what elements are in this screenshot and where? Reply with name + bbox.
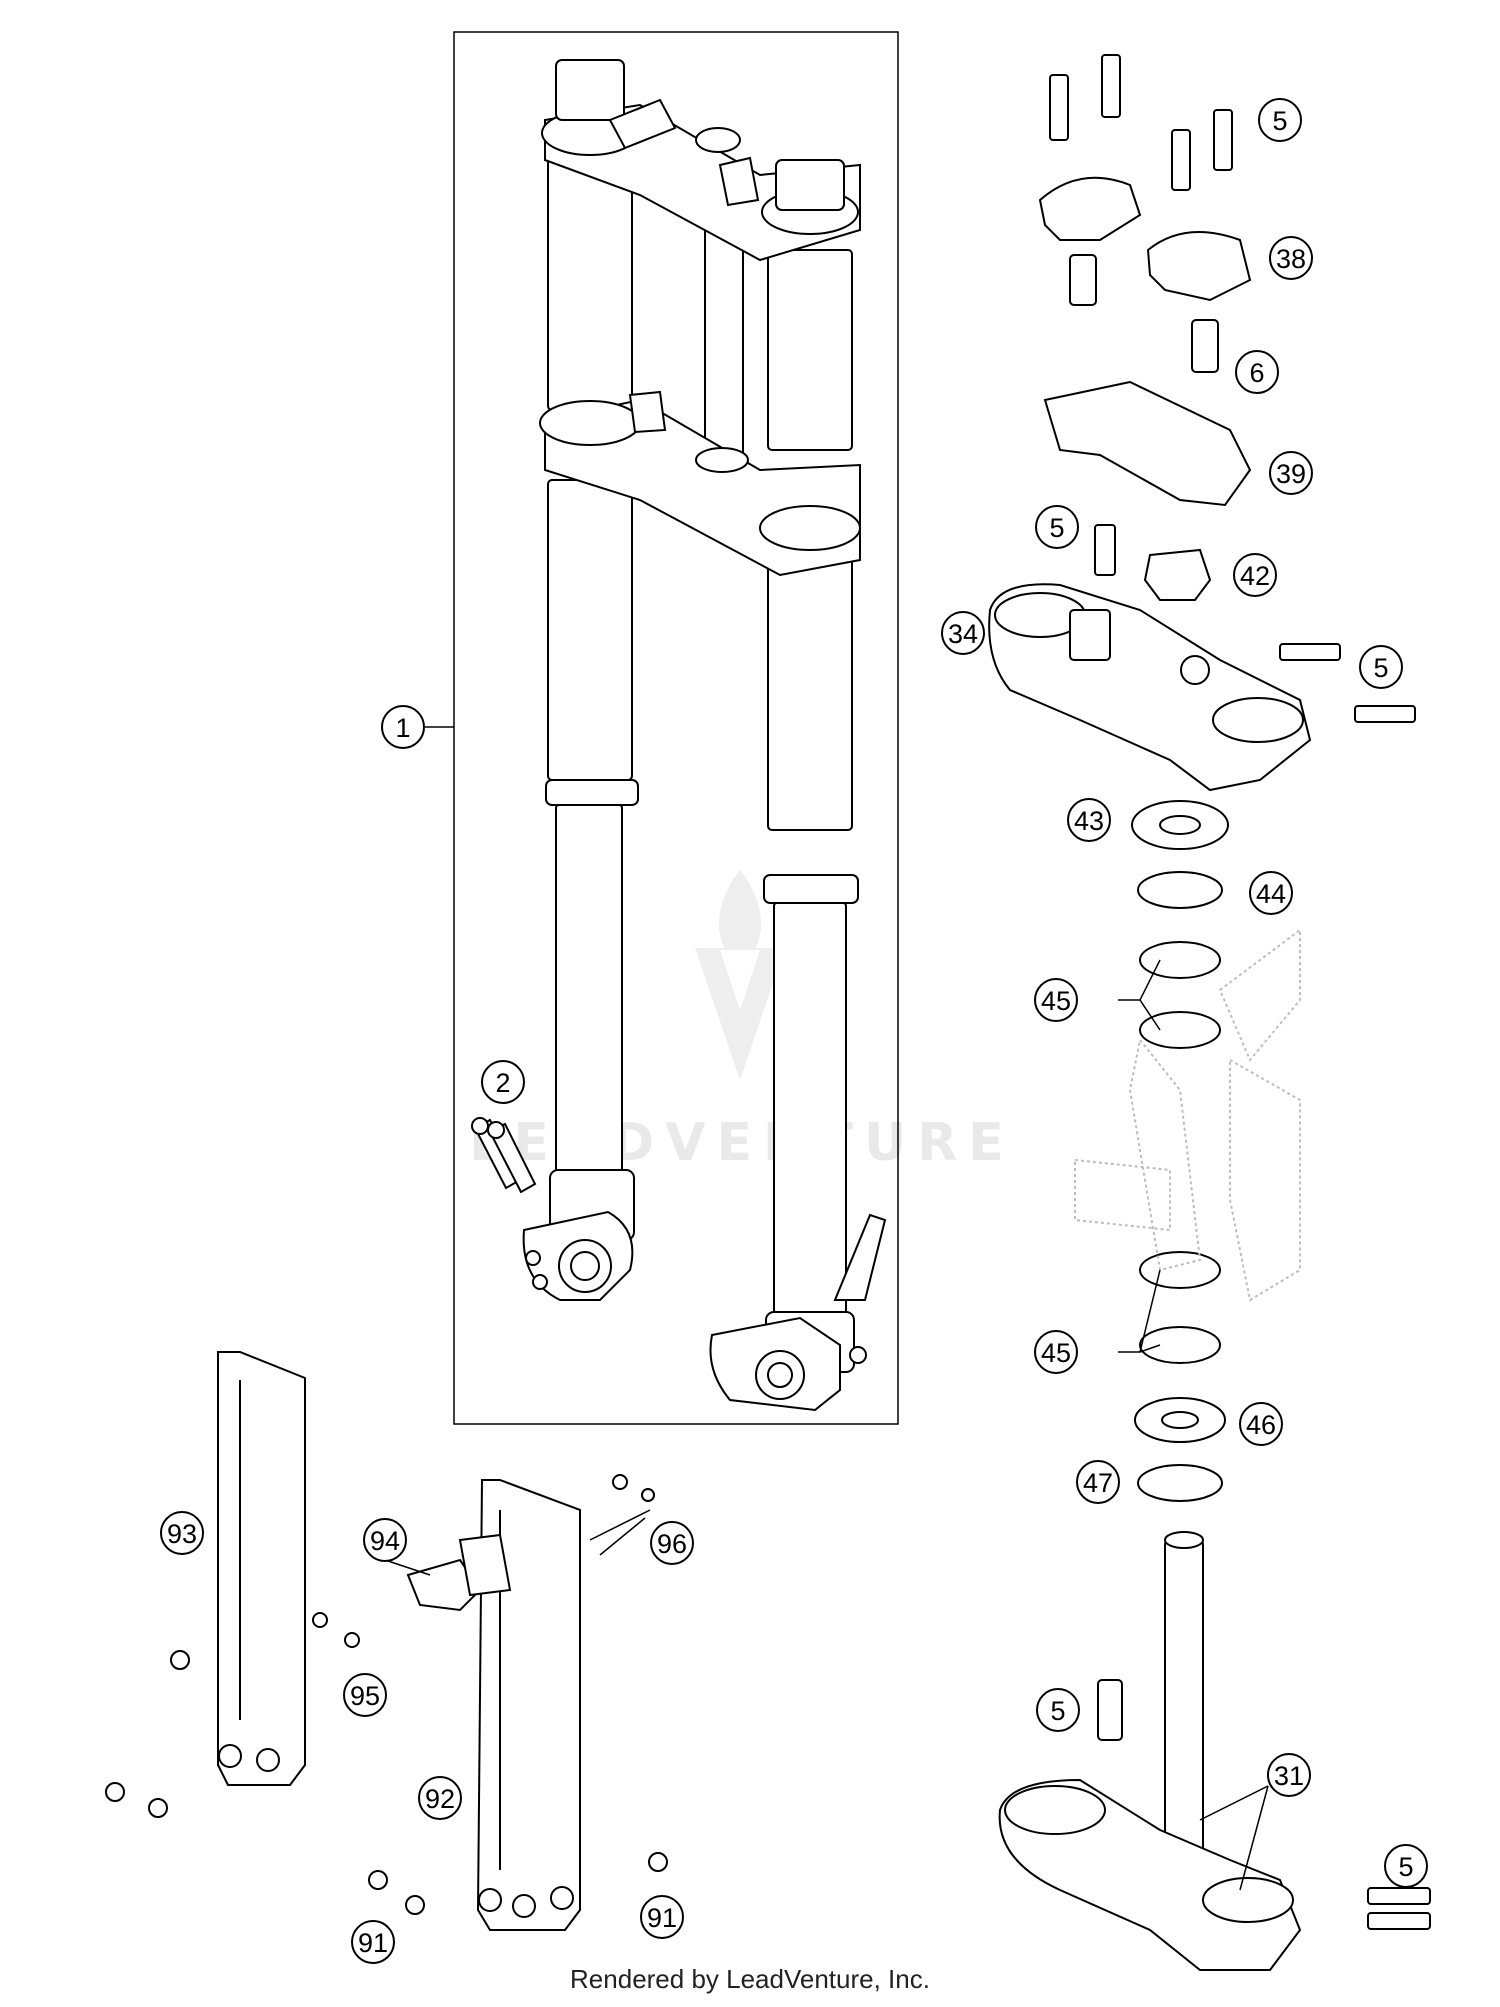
callout-46: 46 — [1239, 1402, 1283, 1446]
callout-94: 94 — [363, 1518, 407, 1562]
callout-1: 1 — [381, 705, 425, 749]
callout-92-label: 92 — [425, 1784, 455, 1814]
callout-6-label: 6 — [1249, 358, 1264, 388]
front-fork-assembly — [522, 59, 887, 1412]
callout-93-label: 93 — [167, 1519, 197, 1549]
callout-92: 92 — [418, 1776, 462, 1820]
callout-31-label: 31 — [1274, 1761, 1304, 1791]
callout-45-b: 45 — [1034, 1330, 1078, 1374]
callout-31: 31 — [1267, 1753, 1311, 1797]
callout-47: 47 — [1076, 1460, 1120, 1504]
callout-34-label: 34 — [948, 619, 978, 649]
callout-43: 43 — [1067, 798, 1111, 842]
callout-91-b-label: 91 — [647, 1903, 677, 1933]
callout-42-label: 42 — [1240, 561, 1270, 591]
callout-43-label: 43 — [1074, 806, 1104, 836]
callout-94-label: 94 — [370, 1526, 400, 1556]
callouts: 1 2 5 38 6 39 5 42 34 5 43 44 45 45 46 4… — [160, 98, 1428, 1964]
steering-parts — [988, 54, 1431, 1971]
callout-5-b-label: 5 — [1049, 513, 1064, 543]
flame-logo-icon — [695, 870, 785, 1080]
callout-42: 42 — [1233, 553, 1277, 597]
callout-91-a: 91 — [351, 1920, 395, 1964]
leader-lines — [384, 959, 1269, 1891]
watermark-text: LEADVENTURE — [469, 1113, 1015, 1173]
callout-95: 95 — [343, 1673, 387, 1717]
callout-2-label: 2 — [495, 1068, 510, 1098]
callout-96: 96 — [650, 1521, 694, 1565]
callout-5-d: 5 — [1036, 1688, 1080, 1732]
callout-5-e-label: 5 — [1398, 1852, 1413, 1882]
callout-44-label: 44 — [1256, 879, 1286, 909]
callout-5-e: 5 — [1384, 1844, 1428, 1888]
callout-39: 39 — [1269, 451, 1313, 495]
callout-45-a-label: 45 — [1041, 986, 1071, 1016]
callout-39-label: 39 — [1276, 459, 1306, 489]
callout-5-c-label: 5 — [1373, 653, 1388, 683]
callout-47-label: 47 — [1083, 1468, 1113, 1498]
callout-6: 6 — [1235, 350, 1279, 394]
callout-46-label: 46 — [1246, 1410, 1276, 1440]
callout-93: 93 — [160, 1511, 204, 1555]
callout-5-a-label: 5 — [1272, 106, 1287, 136]
callout-45-b-label: 45 — [1041, 1338, 1071, 1368]
callout-45-a: 45 — [1034, 978, 1078, 1022]
callout-95-label: 95 — [350, 1681, 380, 1711]
callout-5-c: 5 — [1359, 645, 1403, 689]
callout-38-label: 38 — [1276, 244, 1306, 274]
callout-91-a-label: 91 — [358, 1928, 388, 1958]
callout-5-b: 5 — [1035, 505, 1079, 549]
callout-2: 2 — [481, 1060, 525, 1104]
callout-44: 44 — [1249, 871, 1293, 915]
footer-credit: Rendered by LeadVenture, Inc. — [570, 1964, 930, 1994]
frame-head-ghost — [1074, 928, 1301, 1302]
callout-5-d-label: 5 — [1050, 1696, 1065, 1726]
callout-34: 34 — [941, 611, 985, 655]
bolts-item-2 — [471, 1117, 537, 1194]
fork-assembly-frame — [453, 31, 899, 1425]
leadventure-watermark: LEADVENTURE — [469, 870, 1015, 1173]
fork-guards — [105, 1351, 668, 1931]
callout-5-a: 5 — [1258, 98, 1302, 142]
callout-96-label: 96 — [657, 1529, 687, 1559]
callout-38: 38 — [1269, 236, 1313, 280]
callout-91-b: 91 — [640, 1895, 684, 1939]
callout-1-label: 1 — [395, 713, 410, 743]
